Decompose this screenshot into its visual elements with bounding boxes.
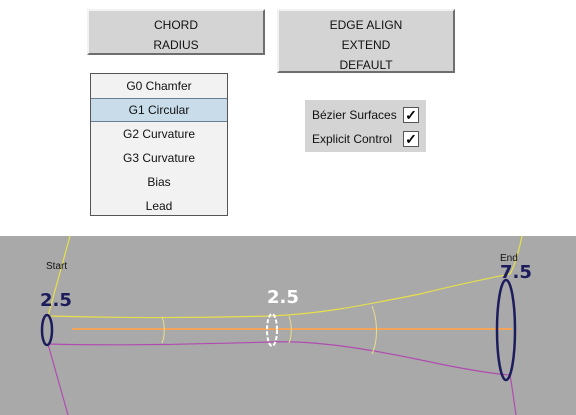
list-item-g0-chamfer[interactable]: G0 Chamfer (126, 79, 192, 93)
chord-label: CHORD (154, 18, 198, 32)
explicit-control-label: Explicit Control (312, 132, 393, 146)
chord-radius-button[interactable]: CHORD RADIUS (87, 9, 265, 55)
modeling-viewport[interactable]: Start End 2.5 2.5 7.5 (0, 236, 576, 415)
list-item-bias[interactable]: Bias (147, 175, 171, 189)
cross-section-3 (371, 305, 377, 355)
edge-align-button[interactable]: EDGE ALIGN EXTEND DEFAULT (277, 9, 455, 73)
bezier-surfaces-label: Bézier Surfaces (312, 108, 397, 122)
mid-radius-value[interactable]: 2.5 (267, 287, 299, 308)
radius-label: RADIUS (153, 38, 199, 52)
extend-label: EXTEND (341, 38, 391, 52)
end-radius-value[interactable]: 7.5 (500, 262, 532, 283)
explicit-control-checkbox[interactable]: ✓ (403, 131, 419, 147)
continuity-list: G0 Chamfer G1 Circular G2 Curvature G3 C… (90, 73, 228, 216)
mid-radius-handle (266, 313, 278, 347)
bottom-edge-curve (47, 341, 517, 415)
start-radius-handle (40, 313, 54, 347)
end-radius-handle (495, 278, 517, 382)
cross-section-2 (288, 315, 292, 344)
start-label: Start (46, 261, 68, 272)
edge-align-label: EDGE ALIGN (329, 18, 403, 32)
surface-fillet-drawing (40, 236, 523, 415)
list-item-g2-curvature[interactable]: G2 Curvature (122, 127, 196, 141)
bezier-surfaces-checkbox[interactable]: ✓ (403, 107, 419, 123)
list-item-lead[interactable]: Lead (145, 199, 173, 213)
end-label: End (500, 253, 518, 264)
cross-section-1 (161, 316, 165, 344)
start-radius-value[interactable]: 2.5 (40, 290, 72, 311)
default-label: DEFAULT (339, 58, 393, 72)
list-item-g1-circular[interactable]: G1 Circular (91, 98, 227, 122)
options-panel: Bézier Surfaces ✓ Explicit Control ✓ (305, 100, 426, 152)
top-edge-curve (47, 236, 523, 319)
list-item-g3-curvature[interactable]: G3 Curvature (122, 151, 196, 165)
